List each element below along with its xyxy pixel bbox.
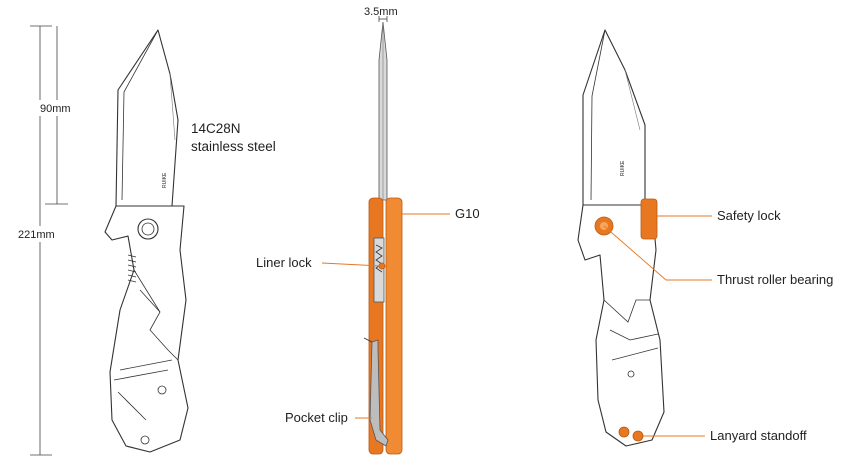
overall-length-label: 221mm xyxy=(18,229,55,241)
liner-lock-label: Liner lock xyxy=(256,255,312,270)
g10-label: G10 xyxy=(455,206,480,221)
safety-lock-label: Safety lock xyxy=(717,208,781,223)
blade-length-label: 90mm xyxy=(40,103,71,115)
steel-type-label: 14C28N xyxy=(191,121,241,136)
thickness-label: 3.5mm xyxy=(364,6,398,18)
thrust-bearing-label: Thrust roller bearing xyxy=(717,272,833,287)
knife-side-view-right xyxy=(577,29,665,447)
blade-logo-left: RUIKE xyxy=(162,172,168,188)
knife-side-view-left xyxy=(104,29,189,453)
thrust-bearing-leader xyxy=(603,225,712,281)
lanyard-label: Lanyard standoff xyxy=(710,428,807,443)
knife-spine-view xyxy=(363,16,403,455)
liner-lock-leader xyxy=(321,262,382,267)
blade-logo-right: RUIKE xyxy=(620,160,626,176)
steel-desc-label: stainless steel xyxy=(191,139,276,154)
pocket-clip-label: Pocket clip xyxy=(285,410,348,425)
